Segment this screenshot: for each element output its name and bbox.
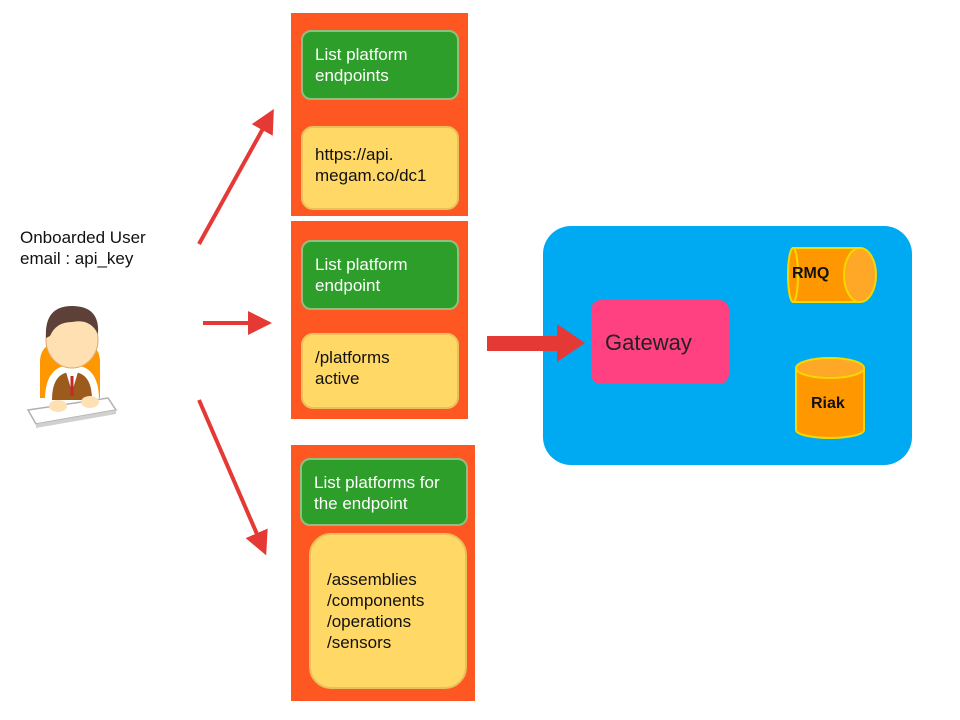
panel-1-body-line1: https://api.	[315, 145, 394, 164]
user-label: Onboarded User email : api_key	[20, 227, 146, 269]
panel-1-body-line2: megam.co/dc1	[315, 166, 427, 185]
rmq-queue-icon	[787, 247, 877, 303]
panel-2-title-line1: List platform	[315, 255, 408, 274]
panel-3-title: List platforms for the endpoint	[300, 458, 468, 526]
panel-3-title-line2: the endpoint	[314, 494, 408, 513]
panel-3-body: /assemblies /components /operations /sen…	[309, 533, 467, 689]
panel-3-body-line1: /assemblies	[327, 570, 417, 589]
gateway-label: Gateway	[605, 330, 692, 355]
user-at-keyboard-icon	[26, 306, 118, 428]
rmq-label: RMQ	[792, 265, 830, 282]
panel-1-title: List platform endpoints	[301, 30, 459, 100]
panel-1-title-line1: List platform	[315, 45, 408, 64]
panel-list-platforms: List platforms for the endpoint /assembl…	[291, 445, 475, 701]
arrow-to-platforms	[197, 399, 268, 556]
panel-1-title-line2: endpoints	[315, 66, 389, 85]
panel-2-body-line2: active	[315, 369, 360, 388]
gateway-box: Gateway	[591, 300, 729, 384]
panel-list-endpoint: List platform endpoint /platforms active	[291, 221, 468, 419]
panel-3-body-line4: /sensors	[327, 633, 392, 652]
riak-label: Riak	[811, 395, 845, 412]
user-label-line2: email : api_key	[20, 249, 134, 268]
panel-1-body: https://api. megam.co/dc1	[301, 126, 459, 210]
arrow-to-gateway	[487, 324, 585, 362]
panel-2-title-line2: endpoint	[315, 276, 381, 295]
riak-database-icon	[795, 357, 865, 439]
panel-3-title-line1: List platforms for	[314, 473, 440, 492]
panel-list-endpoints: List platform endpoints https://api. meg…	[291, 13, 468, 216]
panel-2-title: List platform endpoint	[301, 240, 459, 310]
user-label-line1: Onboarded User	[20, 228, 146, 247]
panel-3-body-line3: /operations	[327, 612, 412, 631]
panel-2-body-line1: /platforms	[315, 348, 390, 367]
arrow-to-endpoints	[197, 109, 274, 245]
panel-3-body-line2: /components	[327, 591, 425, 610]
panel-2-body: /platforms active	[301, 333, 459, 409]
